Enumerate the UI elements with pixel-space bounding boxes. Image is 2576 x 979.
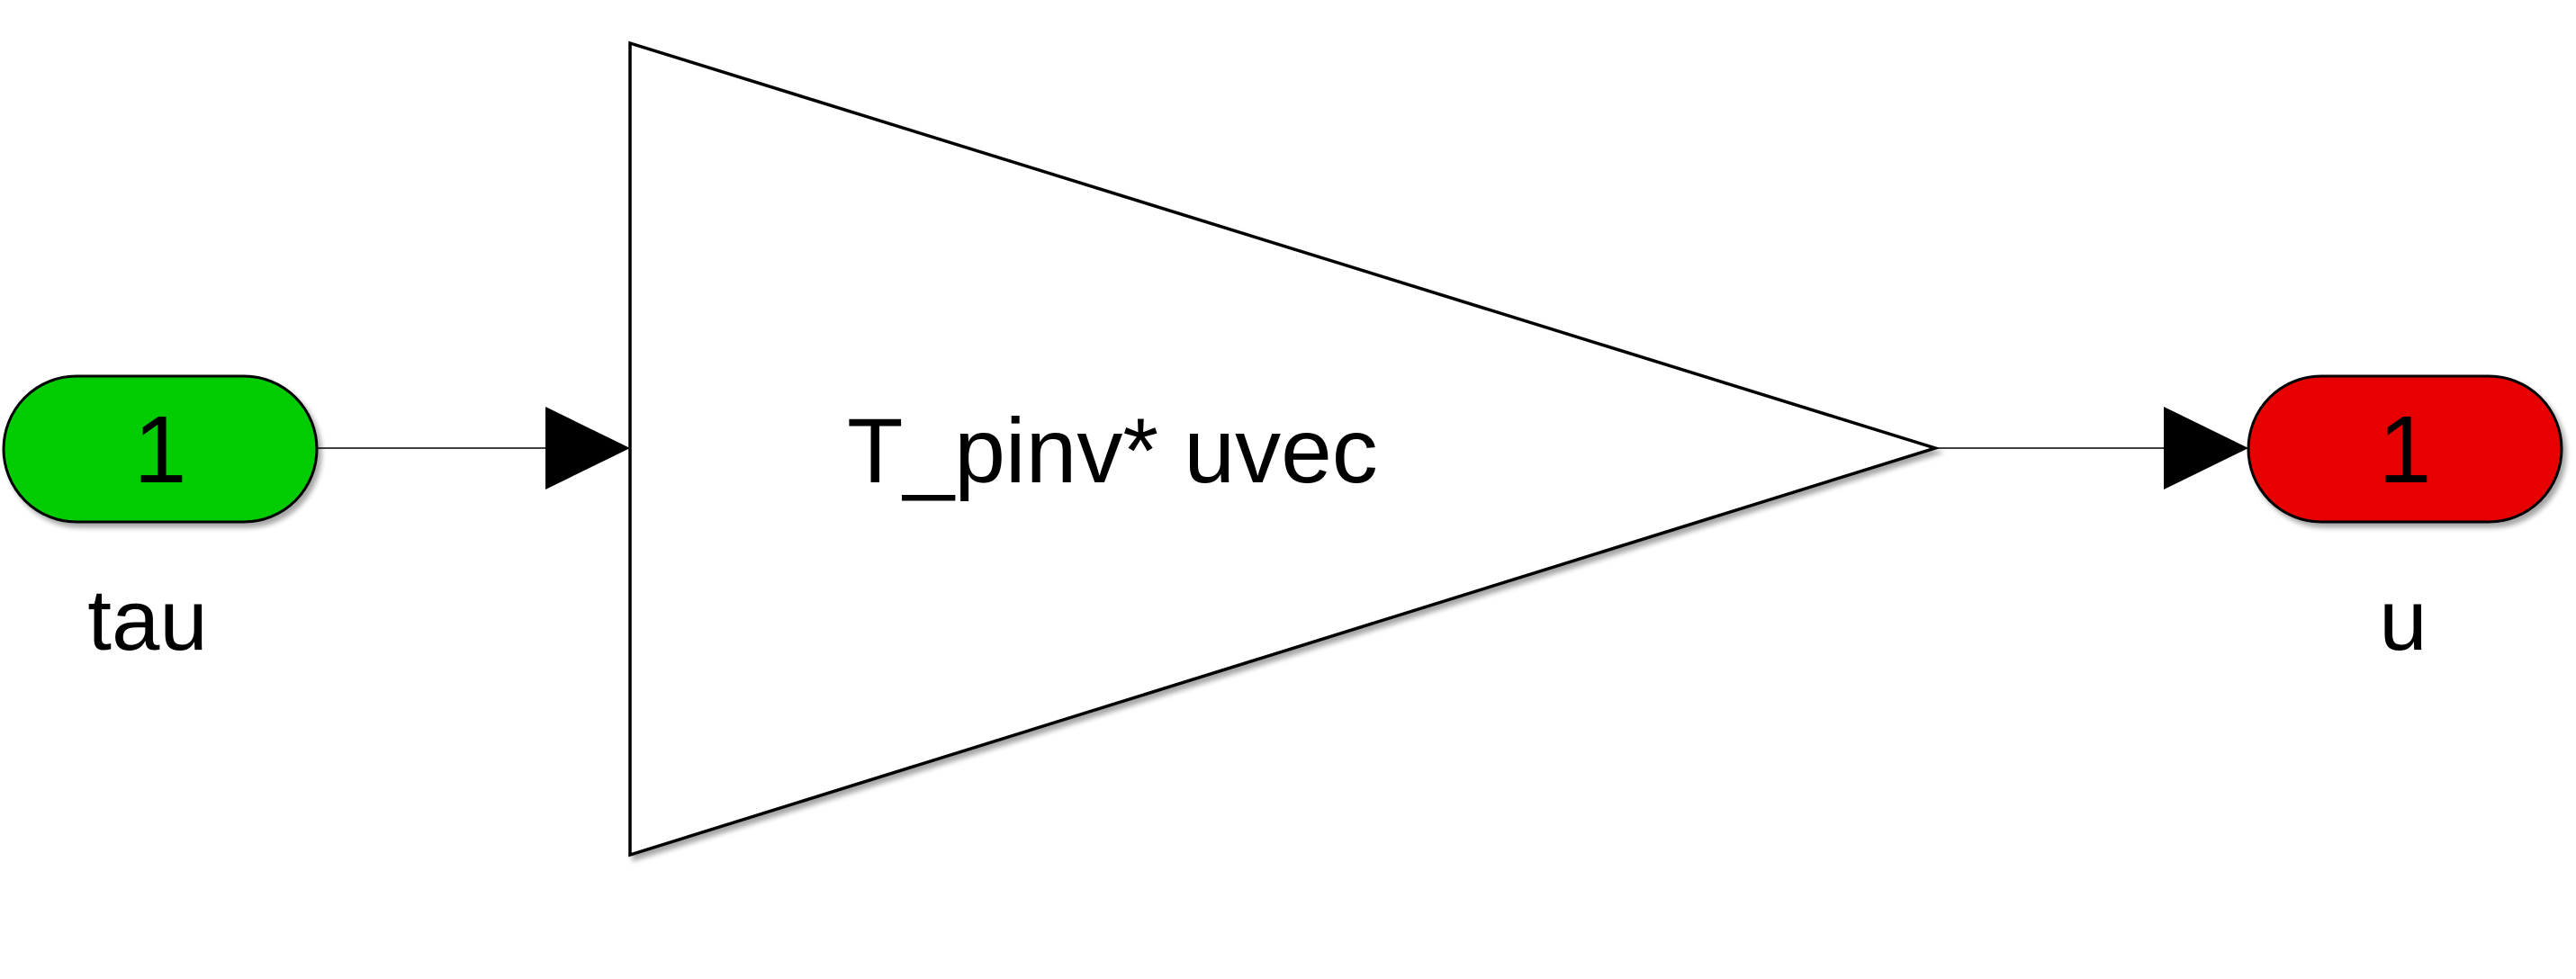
gain-block[interactable]: T_pinv* uvec [628,40,1941,858]
outport-block[interactable]: 1 [2247,374,2563,524]
signal-line-out[interactable] [1935,407,2248,490]
outport-label[interactable]: u [2379,572,2427,669]
gain-triangle [628,40,1941,858]
arrowhead-icon [545,407,630,490]
outport-shape [2247,374,2563,524]
inport-block[interactable]: 1 [2,374,319,524]
inport-shape [2,374,319,524]
inport-label[interactable]: tau [87,572,207,669]
signal-line-in[interactable] [317,407,630,490]
arrowhead-icon [2164,407,2248,490]
inport-number: 1 [134,397,187,503]
gain-expression: T_pinv* uvec [847,400,1378,502]
outport-number: 1 [2379,397,2432,503]
